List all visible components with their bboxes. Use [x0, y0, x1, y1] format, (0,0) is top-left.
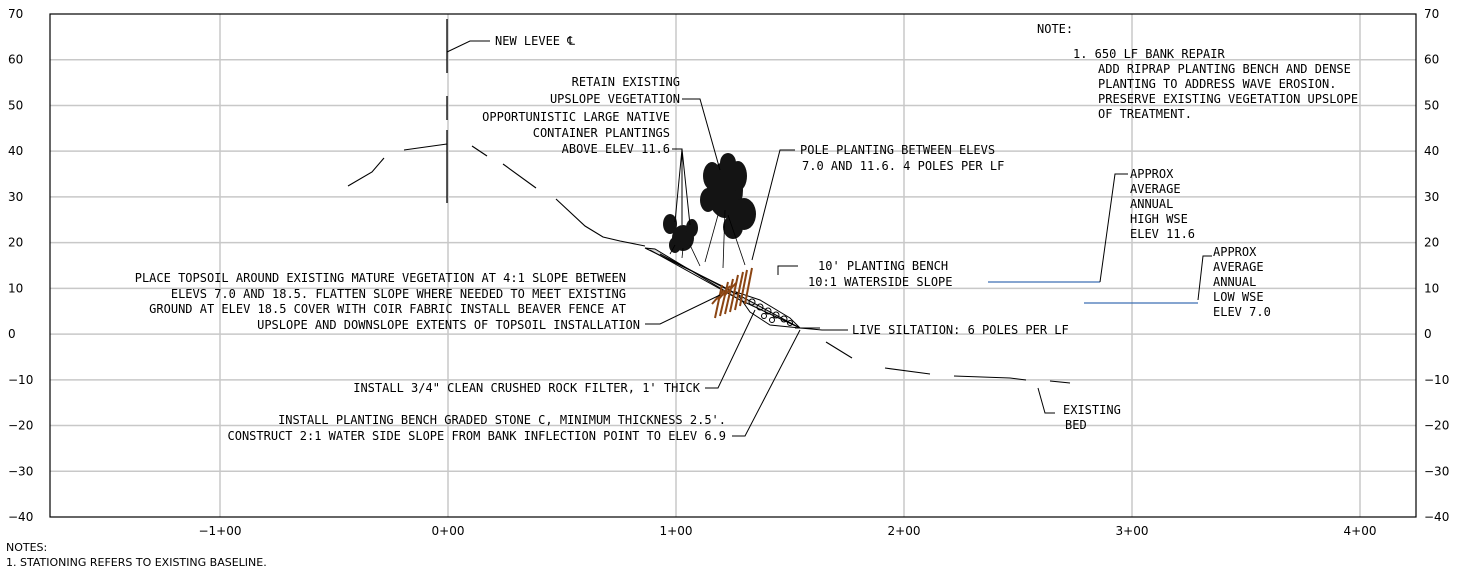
- y-axis-right: 70 60 50 40 30 20 10 0 −10 −20 −30 −40: [1424, 7, 1449, 524]
- label-retain-2: UPSLOPE VEGETATION: [550, 92, 680, 106]
- label-retain-1: RETAIN EXISTING: [572, 75, 680, 89]
- y-tick-label-right: 10: [1424, 281, 1439, 295]
- label-topsoil-4: UPSLOPE AND DOWNSLOPE EXTENTS OF TOPSOIL…: [257, 318, 640, 332]
- note-line-5: OF TREATMENT.: [1098, 107, 1192, 121]
- label-high-wse-4: HIGH WSE: [1130, 212, 1188, 226]
- y-tick-label-left: −30: [8, 464, 33, 478]
- pole-planting: [723, 282, 737, 297]
- y-tick-label-left: 50: [8, 98, 23, 112]
- y-tick-label-right: −40: [1424, 510, 1449, 524]
- y-tick-label-right: −10: [1424, 373, 1449, 387]
- plot-frame: [49, 13, 1417, 518]
- footer-note-1: 1. STATIONING REFERS TO EXISTING BASELIN…: [6, 556, 267, 569]
- y-axis-left: 70 60 50 40 30 20 10 0 −10 −20 −30 −40: [8, 7, 33, 524]
- label-topsoil-3: GROUND AT ELEV 18.5 COVER WITH COIR FABR…: [149, 302, 626, 316]
- x-axis: −1+00 0+00 1+00 2+00 3+00 4+00: [198, 524, 1376, 538]
- label-high-wse-2: AVERAGE: [1130, 182, 1181, 196]
- label-high-wse-1: APPROX: [1130, 167, 1174, 181]
- grid: [50, 14, 1416, 517]
- leader-lines: [446, 40, 1212, 437]
- label-bench-2: 10:1 WATERSIDE SLOPE: [808, 275, 953, 289]
- label-high-wse-3: ANNUAL: [1130, 197, 1173, 211]
- y-tick-label-left: −40: [8, 510, 33, 524]
- label-low-wse-5: ELEV 7.0: [1213, 305, 1271, 319]
- y-tick-label-right: −20: [1424, 419, 1449, 433]
- label-pole-2: 7.0 AND 11.6. 4 POLES PER LF: [802, 159, 1004, 173]
- y-tick-label-left: 60: [8, 53, 23, 67]
- note-line-1: 1. 650 LF BANK REPAIR: [1073, 47, 1225, 61]
- label-topsoil-1: PLACE TOPSOIL AROUND EXISTING MATURE VEG…: [135, 271, 626, 285]
- label-live-siltation: LIVE SILTATION: 6 POLES PER LF: [852, 323, 1069, 337]
- label-high-wse-5: ELEV 11.6: [1130, 227, 1195, 241]
- y-tick-label-right: −30: [1424, 464, 1449, 478]
- label-existing-bed-2: BED: [1065, 418, 1087, 432]
- y-tick-label-right: 30: [1424, 190, 1439, 204]
- label-topsoil-2: ELEVS 7.0 AND 18.5. FLATTEN SLOPE WHERE …: [171, 287, 626, 301]
- x-tick-label: 3+00: [1116, 524, 1149, 538]
- y-tick-label-right: 40: [1424, 144, 1439, 158]
- label-existing-bed-1: EXISTING: [1063, 403, 1121, 417]
- footer-notes-title: NOTES:: [6, 541, 47, 554]
- note-line-3: PLANTING TO ADDRESS WAVE EROSION.: [1098, 77, 1336, 91]
- label-opportunistic-2: CONTAINER PLANTINGS: [533, 126, 670, 140]
- x-tick-label: 4+00: [1344, 524, 1377, 538]
- y-tick-label-left: −10: [8, 373, 33, 387]
- label-low-wse-4: LOW WSE: [1213, 290, 1264, 304]
- y-tick-label-right: 60: [1424, 53, 1439, 67]
- note-title: NOTE:: [1037, 22, 1073, 36]
- label-new-levee: NEW LEVEE ℄: [495, 34, 575, 48]
- x-tick-label: 1+00: [660, 524, 693, 538]
- tree-icons: [663, 153, 756, 253]
- label-rock-filter: INSTALL 3/4" CLEAN CRUSHED ROCK FILTER, …: [353, 381, 701, 395]
- note-line-4: PRESERVE EXISTING VEGETATION UPSLOPE: [1098, 92, 1358, 106]
- y-tick-label-right: 50: [1424, 98, 1439, 112]
- pole-planting: [739, 269, 748, 307]
- pole-planting: [717, 285, 731, 301]
- footer-notes: NOTES: 1. STATIONING REFERS TO EXISTING …: [6, 541, 267, 569]
- label-opportunistic-1: OPPORTUNISTIC LARGE NATIVE: [482, 110, 670, 124]
- pole-planting: [714, 284, 723, 319]
- y-tick-label-left: 70: [8, 7, 23, 21]
- label-low-wse-2: AVERAGE: [1213, 260, 1264, 274]
- x-tick-label: 2+00: [888, 524, 921, 538]
- y-tick-label-left: 30: [8, 190, 23, 204]
- existing-ground-profile: [347, 143, 1071, 384]
- pole-planting: [729, 274, 739, 313]
- pole-planting: [724, 278, 734, 315]
- label-stone-1: INSTALL PLANTING BENCH GRADED STONE C, M…: [278, 413, 726, 427]
- y-tick-label-left: 40: [8, 144, 23, 158]
- x-tick-label: −1+00: [198, 524, 241, 538]
- label-pole-1: POLE PLANTING BETWEEN ELEVS: [800, 143, 995, 157]
- y-tick-label-left: 20: [8, 236, 23, 250]
- y-tick-label-left: 10: [8, 281, 23, 295]
- note-line-2: ADD RIPRAP PLANTING BENCH AND DENSE: [1098, 62, 1351, 76]
- x-tick-label: 0+00: [432, 524, 465, 538]
- annotations: NEW LEVEE ℄ RETAIN EXISTING UPSLOPE VEGE…: [135, 22, 1358, 443]
- y-tick-label-right: 20: [1424, 236, 1439, 250]
- y-tick-label-left: 0: [8, 327, 16, 341]
- pole-planting: [734, 271, 744, 311]
- pole-planting: [719, 281, 729, 317]
- tree-trunks: [669, 209, 746, 269]
- water-levels: [988, 281, 1198, 304]
- label-opportunistic-3: ABOVE ELEV 11.6: [562, 142, 670, 156]
- pole-planting: [744, 267, 753, 305]
- label-low-wse-1: APPROX: [1213, 245, 1257, 259]
- y-tick-label-right: 0: [1424, 327, 1432, 341]
- label-bench-1: 10' PLANTING BENCH: [818, 259, 948, 273]
- pole-plantings: [711, 267, 753, 319]
- pole-planting: [711, 289, 725, 305]
- y-tick-label-left: −20: [8, 419, 33, 433]
- label-stone-2: CONSTRUCT 2:1 WATER SIDE SLOPE FROM BANK…: [228, 429, 727, 443]
- label-low-wse-3: ANNUAL: [1213, 275, 1256, 289]
- y-tick-label-right: 70: [1424, 7, 1439, 21]
